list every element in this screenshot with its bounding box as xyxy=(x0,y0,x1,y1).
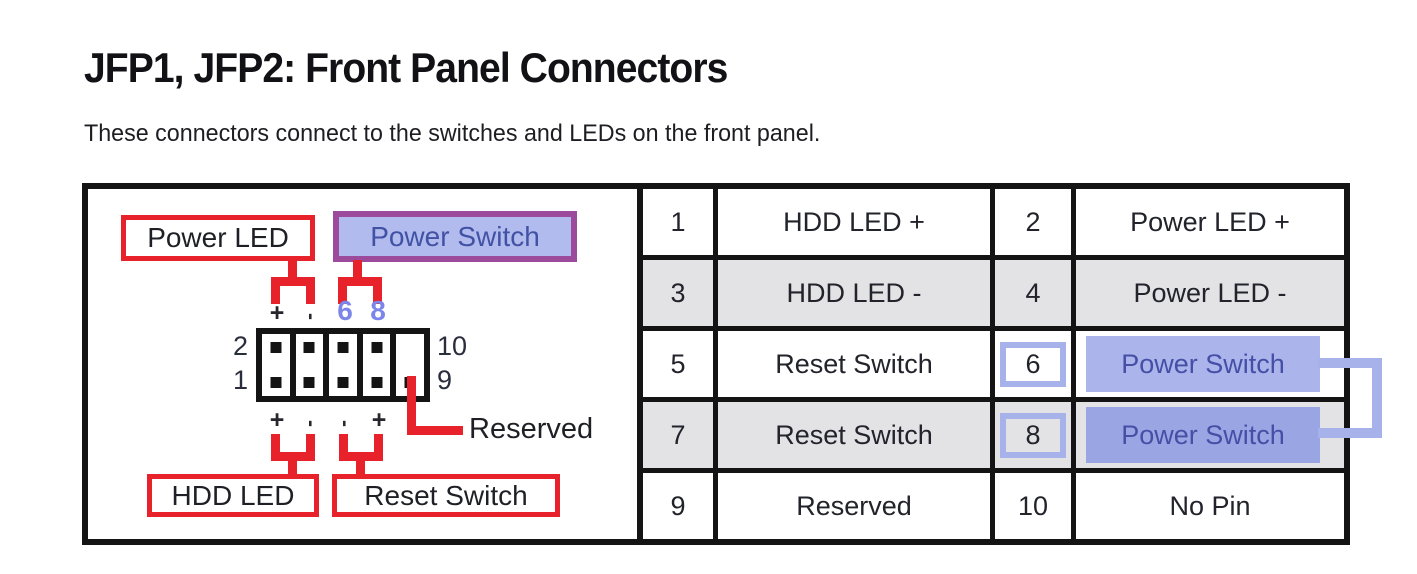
table-cell-desc-highlighted: Power Switch xyxy=(1076,402,1344,468)
pin-square xyxy=(371,377,383,388)
pin-column-5-6 xyxy=(329,334,357,396)
bracket-segment xyxy=(271,434,280,461)
power-switch-label-box: Power Switch xyxy=(333,211,577,262)
page-title: JFP1, JFP2: Front Panel Connectors xyxy=(84,44,728,91)
header-number-1: 1 xyxy=(232,365,248,395)
hdd-led-label: HDD LED xyxy=(171,479,295,511)
bracket-segment xyxy=(306,277,315,304)
pin-square xyxy=(270,342,282,353)
bracket-segment xyxy=(373,277,382,304)
table-cell-pin: 4 xyxy=(995,260,1071,326)
table-cell-pin-highlighted: 8 xyxy=(995,402,1071,468)
reset-switch-label: Reset Switch xyxy=(364,479,528,511)
power-led-label-box: Power LED xyxy=(121,215,315,261)
page-subtitle: These connectors connect to the switches… xyxy=(84,120,821,147)
pin-square xyxy=(337,342,349,353)
pin6-number: 6 xyxy=(337,295,353,326)
pin-square xyxy=(337,377,349,388)
pin-square xyxy=(371,342,383,353)
bracket-segment xyxy=(338,277,382,286)
table-cell-desc: Reserved xyxy=(718,473,990,539)
pin-column-7-8 xyxy=(362,334,391,396)
bracket-segment xyxy=(271,277,280,304)
table-cell-pin-highlighted: 6 xyxy=(995,331,1071,397)
header-number-2: 2 xyxy=(232,331,248,361)
table-cell-pin: 7 xyxy=(643,402,713,468)
pin4-minus-mark: - xyxy=(300,303,323,328)
table-cell-pin: 10 xyxy=(995,473,1071,539)
pin6-highlight-badge: 6 xyxy=(1000,341,1066,387)
pin8-number: 8 xyxy=(370,295,386,326)
pin-column-1-2 xyxy=(262,334,290,396)
pin-column-3-4 xyxy=(295,334,324,396)
pin1-plus-mark: + xyxy=(269,406,285,434)
bracket-segment xyxy=(288,259,297,280)
pin5-minus-mark: - xyxy=(334,410,357,435)
pin8-highlight-badge: 8 xyxy=(1000,412,1066,458)
minus-glyph: - xyxy=(299,313,323,320)
bracket-segment xyxy=(356,452,365,478)
table-cell-desc: Power LED + xyxy=(1076,189,1344,255)
hdd-led-label-box: HDD LED xyxy=(147,474,319,517)
power-switch-highlight: Power Switch xyxy=(1086,336,1320,392)
header-number-9: 9 xyxy=(437,365,453,395)
bracket-segment xyxy=(374,434,383,461)
bracket-segment xyxy=(306,434,315,461)
pointer-segment xyxy=(407,376,416,435)
table-cell-pin: 1 xyxy=(643,189,713,255)
table-cell-desc: No Pin xyxy=(1076,473,1344,539)
table-cell-desc: HDD LED - xyxy=(718,260,990,326)
table-cell-desc: Reset Switch xyxy=(718,402,990,468)
table-cell-desc-highlighted: Power Switch xyxy=(1076,331,1344,397)
header-number-10: 10 xyxy=(437,331,468,361)
table-cell-pin: 9 xyxy=(643,473,713,539)
bracket-segment xyxy=(339,434,348,461)
reserved-label: Reserved xyxy=(469,413,594,445)
table-cell-pin: 2 xyxy=(995,189,1071,255)
table-cell-desc: Power LED - xyxy=(1076,260,1344,326)
pin2-plus-mark: + xyxy=(269,299,285,327)
table-cell-desc: Reset Switch xyxy=(718,331,990,397)
power-switch-label: Power Switch xyxy=(370,220,540,252)
table-cell-pin: 5 xyxy=(643,331,713,397)
power-switch-join-bracket xyxy=(1318,358,1382,438)
pin-square xyxy=(270,377,282,388)
minus-glyph: - xyxy=(299,420,323,427)
pin-square xyxy=(303,342,315,353)
pin3-minus-mark: - xyxy=(300,410,323,435)
pin-assignment-table: 1 HDD LED + 2 Power LED + 3 HDD LED - 4 … xyxy=(637,189,1344,539)
table-cell-desc: HDD LED + xyxy=(718,189,990,255)
bracket-segment xyxy=(338,277,347,304)
bracket-segment xyxy=(353,260,362,280)
power-switch-highlight: Power Switch xyxy=(1086,407,1320,463)
power-led-label: Power LED xyxy=(147,222,289,253)
minus-glyph: - xyxy=(333,420,357,427)
pin-header xyxy=(256,328,430,402)
pointer-segment xyxy=(407,426,463,435)
table-cell-pin: 3 xyxy=(643,260,713,326)
bracket-segment xyxy=(288,452,297,478)
reset-switch-label-box: Reset Switch xyxy=(332,474,560,517)
pin7-plus-mark: + xyxy=(371,406,387,434)
pin-square xyxy=(303,377,315,388)
bracket-segment xyxy=(271,277,315,286)
